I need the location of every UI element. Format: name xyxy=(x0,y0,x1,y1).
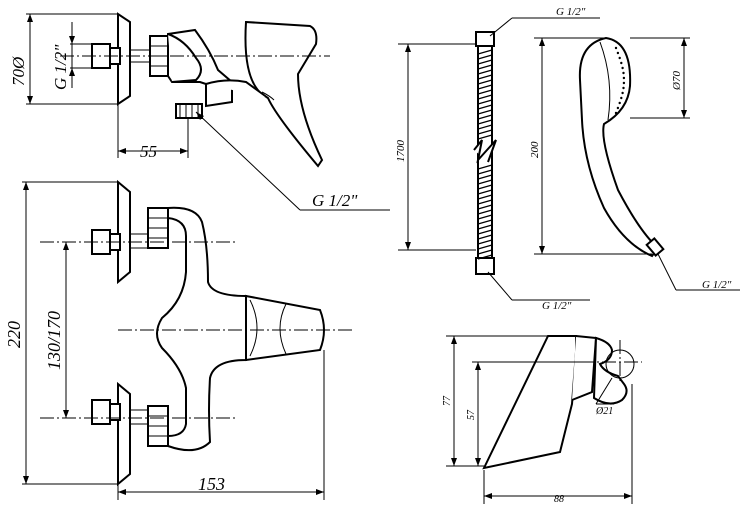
hose-rib xyxy=(477,184,493,190)
label-top-width: 55 xyxy=(140,142,157,161)
hose-rib xyxy=(477,244,493,250)
label-outlet-thread: G 1/2" xyxy=(312,191,358,210)
label-hose-length: 1700 xyxy=(395,140,407,163)
label-holder-height-total: 77 xyxy=(442,395,453,406)
label-front-width: 153 xyxy=(198,474,225,494)
hose-rib xyxy=(477,49,493,55)
label-front-height: 220 xyxy=(4,321,24,348)
hose-rib xyxy=(477,69,493,75)
hose-rib xyxy=(477,114,493,120)
label-shower-thread: G 1/2" xyxy=(702,279,732,291)
hose-rib xyxy=(477,54,493,60)
hose-rib xyxy=(477,99,493,105)
label-top-dia-outer: 70Ø xyxy=(9,56,28,86)
spray-hole xyxy=(621,91,624,95)
hose-rib xyxy=(477,94,493,100)
spray-hole xyxy=(614,46,618,50)
wall-holder xyxy=(446,335,642,504)
hose-rib xyxy=(477,104,493,110)
hose-rib xyxy=(477,239,493,245)
spray-hole xyxy=(622,86,625,90)
hose-rib xyxy=(477,224,493,230)
hose-rib xyxy=(477,59,493,65)
mixer-side-view xyxy=(26,12,390,211)
hose-rib xyxy=(477,164,493,170)
spray-hole xyxy=(616,106,620,110)
label-front-spacing: 130/170 xyxy=(44,311,64,370)
hand-shower xyxy=(534,36,740,291)
hose-rib xyxy=(477,74,493,80)
mixer-front-view xyxy=(22,179,352,500)
hose-rib xyxy=(477,109,493,115)
label-holder-depth: 88 xyxy=(554,494,564,505)
hose-rib xyxy=(477,209,493,215)
label-holder-height-inner: 57 xyxy=(466,409,477,420)
hose-rib xyxy=(477,129,493,135)
label-hose-top-thread: G 1/2" xyxy=(556,6,586,18)
hose-rib xyxy=(477,249,493,255)
hose-rib xyxy=(477,134,493,140)
hose-rib xyxy=(477,199,493,205)
label-shower-dia: Ø70 xyxy=(671,71,683,91)
hose-rib xyxy=(477,219,493,225)
label-holder-dia: Ø21 xyxy=(595,406,613,417)
hose-rib xyxy=(477,84,493,90)
hose-rib xyxy=(477,119,493,125)
hose-rib xyxy=(477,189,493,195)
spray-hole xyxy=(622,81,626,85)
hose-rib xyxy=(477,179,493,185)
hose-rib xyxy=(477,234,493,240)
label-hose-bottom-thread: G 1/2" xyxy=(542,300,572,312)
hose-rib xyxy=(477,214,493,220)
spray-hole xyxy=(620,96,623,100)
spray-hole xyxy=(620,61,623,65)
spray-hole xyxy=(618,56,621,60)
spray-hole xyxy=(622,76,626,80)
label-shower-length: 200 xyxy=(529,141,541,158)
shower-hose xyxy=(398,17,600,301)
hose-rib xyxy=(477,169,493,175)
hose-rib xyxy=(477,204,493,210)
spray-hole xyxy=(621,66,624,70)
hose-rib xyxy=(477,89,493,95)
spray-hole xyxy=(618,101,621,105)
hose-rib xyxy=(477,124,493,130)
hose-rib xyxy=(477,194,493,200)
spray-hole xyxy=(614,111,618,115)
hose-rib xyxy=(477,254,493,260)
hose-rib xyxy=(477,174,493,180)
hose-rib xyxy=(477,79,493,85)
hose-rib xyxy=(477,229,493,235)
label-top-thread: G 1/2" xyxy=(51,44,70,90)
spray-hole xyxy=(616,51,620,55)
spray-hole xyxy=(622,71,625,75)
hose-rib xyxy=(477,64,493,70)
